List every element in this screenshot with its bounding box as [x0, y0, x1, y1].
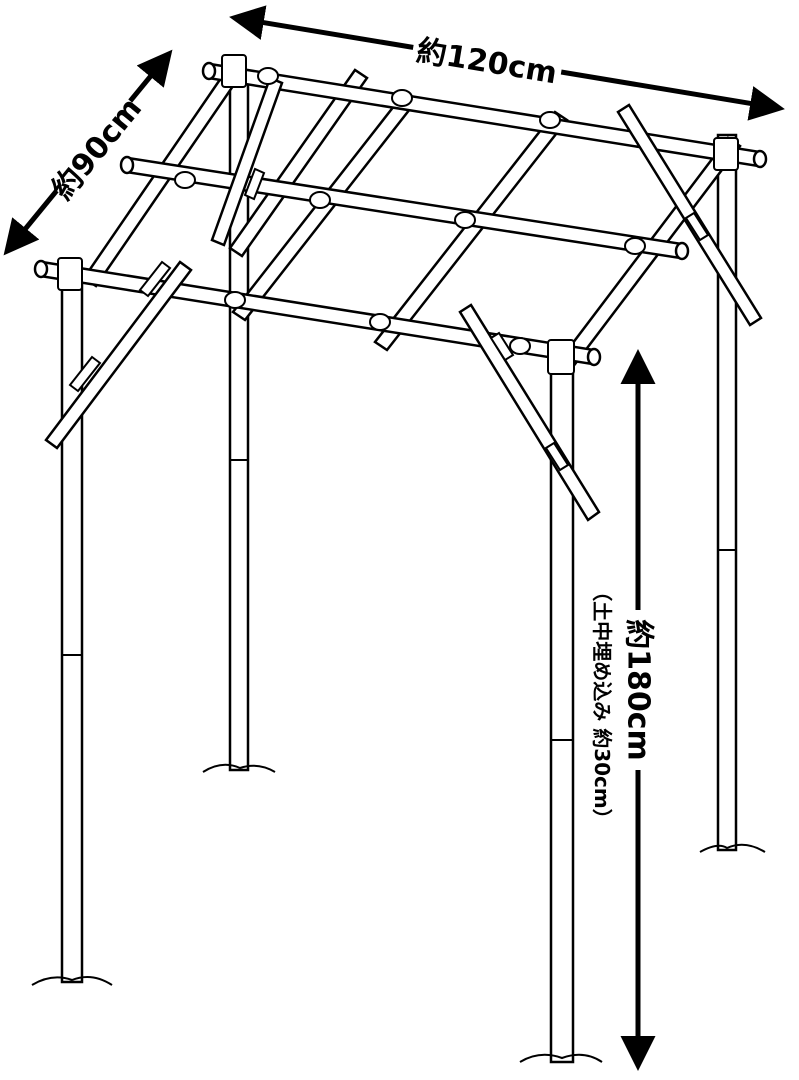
depth-arrow: [3, 49, 173, 256]
ground-marks: [31, 763, 766, 1063]
braces: [44, 76, 763, 522]
width-arrow: [229, 5, 785, 121]
buried-note: （土中埋め込み 約30cm）: [590, 581, 614, 829]
height-label: 約180cm: [621, 619, 656, 761]
middle-rail: [119, 155, 690, 261]
back-right-post: [716, 133, 738, 852]
depth-label: 約90cm: [45, 91, 149, 207]
connectors: [57, 54, 739, 472]
height-arrow: [618, 349, 658, 1071]
